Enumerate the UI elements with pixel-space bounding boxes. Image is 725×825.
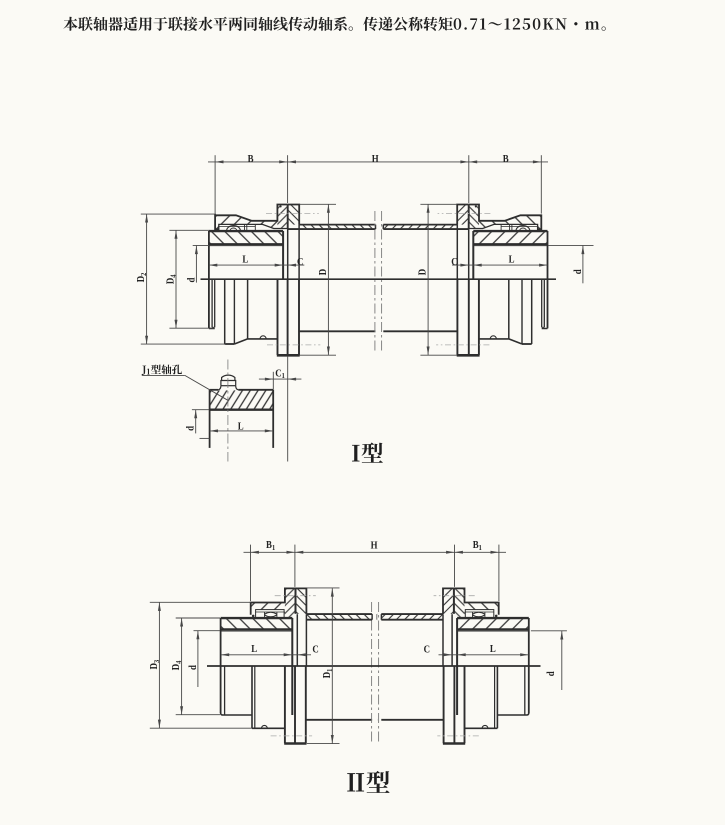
svg-text:B: B: [503, 153, 509, 165]
svg-text:H: H: [371, 540, 378, 552]
svg-text:D3: D3: [148, 659, 161, 669]
svg-text:D2: D2: [135, 272, 148, 282]
svg-text:L: L: [238, 421, 244, 433]
svg-text:C: C: [297, 256, 303, 268]
svg-text:L: L: [509, 254, 515, 266]
svg-text:d: d: [572, 269, 584, 274]
svg-text:B: B: [248, 153, 254, 165]
svg-text:D1: D1: [321, 668, 334, 678]
svg-text:C: C: [312, 644, 318, 656]
svg-text:D: D: [417, 269, 429, 275]
svg-text:D: D: [317, 269, 329, 275]
svg-text:L: L: [490, 643, 496, 655]
svg-text:d: d: [187, 665, 199, 670]
svg-text:B1: B1: [266, 539, 275, 552]
svg-text:C1: C1: [275, 368, 285, 381]
svg-text:d: d: [545, 671, 557, 676]
svg-text:L: L: [251, 643, 257, 655]
svg-text:H: H: [372, 153, 379, 165]
svg-text:D4: D4: [165, 274, 178, 284]
svg-text:d: d: [185, 425, 197, 430]
svg-text:d: d: [186, 277, 198, 282]
svg-text:C: C: [424, 644, 430, 656]
svg-text:C: C: [451, 256, 457, 268]
svg-text:L: L: [242, 254, 248, 266]
svg-text:B1: B1: [473, 539, 482, 552]
svg-text:D4: D4: [170, 660, 183, 670]
